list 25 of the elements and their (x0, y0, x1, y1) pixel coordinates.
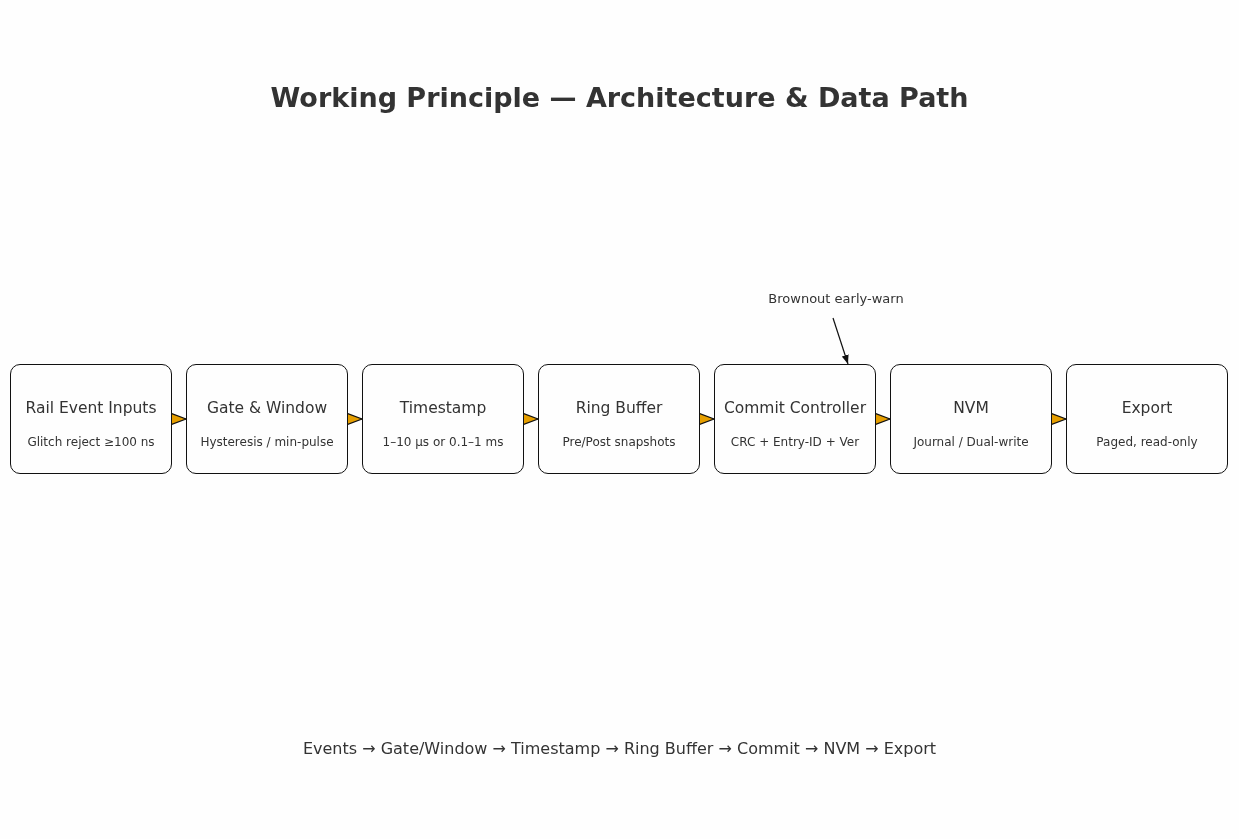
arrow (832, 317, 849, 365)
box-subtitle: CRC + Entry-ID + Ver (730, 434, 860, 450)
process-box (538, 364, 700, 474)
diagram-title: Working Principle — Architecture & Data Path (270, 81, 969, 115)
box-title: Rail Event Inputs (25, 398, 157, 418)
process-box (714, 364, 876, 474)
box-subtitle: Hysteresis / min-pulse (200, 434, 334, 450)
box-title: Commit Controller (723, 398, 867, 418)
annotation-text: Brownout early-warn (768, 290, 904, 308)
box-subtitle: 1–10 µs or 0.1–1 ms (382, 434, 504, 450)
box-subtitle: Paged, read-only (1096, 434, 1198, 450)
box-title: Export (1121, 398, 1173, 418)
process-box (890, 364, 1052, 474)
box-subtitle: Glitch reject ≥100 ns (27, 434, 155, 450)
box-title: NVM (953, 398, 989, 418)
box-subtitle: Journal / Dual-write (913, 434, 1029, 450)
box-title: Timestamp (399, 398, 487, 418)
process-box (362, 364, 524, 474)
box-title: Gate & Window (206, 398, 328, 418)
process-box (10, 364, 172, 474)
box-subtitle: Pre/Post snapshots (562, 434, 676, 450)
process-box (186, 364, 348, 474)
process-box (1066, 364, 1228, 474)
box-title: Ring Buffer (575, 398, 663, 418)
diagram-caption: Events → Gate/Window → Timestamp → Ring Buffer → Commit → NVM → Export (302, 738, 937, 760)
